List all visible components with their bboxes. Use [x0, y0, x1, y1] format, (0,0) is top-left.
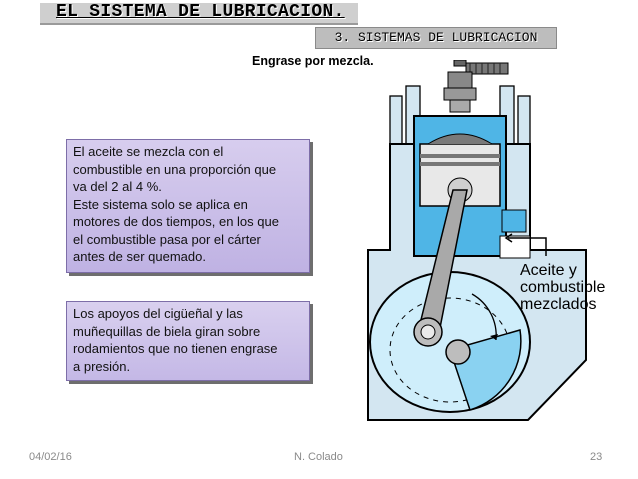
footer-author: N. Colado: [294, 451, 343, 463]
spark-plug-icon: [443, 60, 509, 113]
info-line: Este sistema solo se aplica en: [73, 196, 248, 212]
info-line: combustible en una proporción que: [73, 161, 277, 177]
title-bar: [40, 3, 358, 25]
info-box-mixture: El aceite se mezcla con el combustible e…: [66, 139, 310, 273]
footer-date: 04/02/16: [29, 451, 72, 463]
info-line: rodamientos que no tienen engrase: [73, 341, 278, 356]
info-line: El aceite se mezcla con el: [73, 144, 224, 159]
info-line: el combustible pasa por el cárter: [73, 231, 261, 247]
section-bar: 3. SISTEMAS DE LUBRICACION: [315, 27, 557, 49]
info-line: Los apoyos del cigüeñal y las: [73, 306, 243, 321]
info-line: antes de ser quemado.: [73, 249, 206, 264]
slide-title: EL SISTEMA DE LUBRICACION.: [56, 2, 345, 22]
engine-diagram: [367, 60, 587, 421]
heading: Engrase por mezcla.: [252, 54, 374, 68]
footer-page-number: 23: [590, 451, 603, 463]
info-box-bearings: Los apoyos del cigüeñal y las muñequilla…: [66, 301, 310, 381]
diagram-label-line: mezclados: [520, 296, 597, 313]
diagram-label-line: Aceite y: [520, 262, 577, 279]
section-title: 3. SISTEMAS DE LUBRICACION: [334, 30, 538, 45]
info-line: va del 2 al 4 %.: [73, 179, 162, 194]
diagram-label-line: combustible: [520, 279, 606, 296]
diagram-label: Aceite y combustible mezclados: [520, 262, 605, 313]
info-line: motores de dos tiempos, en los que: [73, 214, 279, 229]
info-line: muñequillas de biela giran sobre: [73, 323, 261, 339]
info-line: a presión.: [73, 358, 131, 374]
